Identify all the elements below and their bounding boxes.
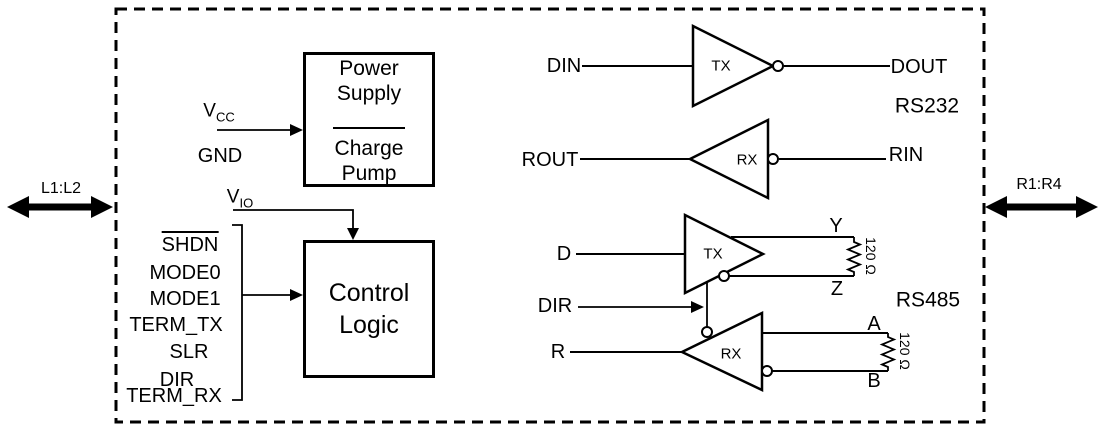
left-cable-arrow xyxy=(7,196,113,218)
rs485-tx-symbol xyxy=(683,212,766,296)
signal-shdn: SHDN xyxy=(161,231,219,255)
rin-pin-label: RIN xyxy=(888,144,924,166)
rs232-section-label: RS232 xyxy=(894,94,960,118)
rs232-rx-symbol xyxy=(687,117,779,201)
signal-slr: SLR xyxy=(169,341,209,363)
termination-value-bottom: 120 Ω xyxy=(897,332,913,370)
vcc-pin-label: VCC xyxy=(203,100,235,125)
power-box-line4: Pump xyxy=(341,162,397,185)
control-box-line1: Control xyxy=(328,279,410,307)
power-box-divider xyxy=(333,127,405,129)
rs485-rx-label: RX xyxy=(720,345,742,363)
rout-pin-label: ROUT xyxy=(521,149,579,171)
power-box-line1: Power xyxy=(339,57,399,80)
gnd-pin-label: GND xyxy=(197,145,243,167)
din-pin-label: DIN xyxy=(546,55,582,77)
termination-value-top: 120 Ω xyxy=(863,237,879,275)
signal-term-tx: TERM_TX xyxy=(129,314,223,336)
rs485-tx-label: TX xyxy=(703,245,723,263)
signal-mode1: MODE1 xyxy=(149,288,221,310)
y-pin-label: Y xyxy=(829,215,843,237)
signal-mode0: MODE0 xyxy=(149,262,221,284)
r-pin-label: R xyxy=(550,341,566,363)
vio-pin-label: VIO xyxy=(226,186,254,211)
termination-resistor-rx xyxy=(879,333,897,371)
vio-arrow xyxy=(233,209,359,240)
b-pin-label: B xyxy=(867,370,881,392)
dir-pin-label: DIR xyxy=(537,295,573,317)
rs485-rx-symbol xyxy=(679,311,773,392)
rs232-tx-symbol xyxy=(691,23,784,109)
ic-boundary xyxy=(114,7,986,424)
d-pin-label: D xyxy=(556,243,572,265)
right-cable-arrow xyxy=(985,196,1098,218)
power-box-line3: Charge xyxy=(334,137,404,160)
control-bus-bracket xyxy=(232,224,243,401)
dir-arrow xyxy=(578,301,704,313)
control-box-line2: Logic xyxy=(339,311,399,339)
power-box-line2: Supply xyxy=(336,82,402,105)
z-pin-label: Z xyxy=(830,278,844,300)
a-pin-label: A xyxy=(867,313,881,335)
signal-term-rx: TERM_RX xyxy=(126,385,222,407)
control-bus-arrow xyxy=(242,289,303,301)
right-port-label: R1:R4 xyxy=(1016,176,1062,193)
rs485-section-label: RS485 xyxy=(895,288,961,312)
rs232-tx-label: TX xyxy=(711,57,731,75)
left-port-label: L1:L2 xyxy=(40,180,82,197)
vcc-arrow xyxy=(217,124,303,136)
termination-resistor-tx xyxy=(845,237,863,276)
control-logic-box: Control Logic xyxy=(303,240,435,378)
power-supply-box: Power Supply Charge Pump xyxy=(303,52,435,187)
rs232-rx-label: RX xyxy=(736,151,758,169)
dout-pin-label: DOUT xyxy=(890,56,948,78)
signal-dir: DIR xyxy=(159,369,195,391)
